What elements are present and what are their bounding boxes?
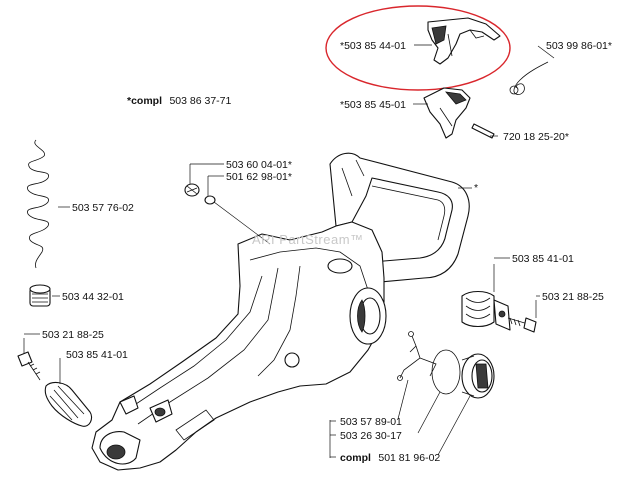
av-element-right-part[interactable] xyxy=(461,290,511,331)
screw-left-part[interactable] xyxy=(17,351,41,381)
leader-lines xyxy=(23,44,555,458)
label-screw-b: 501 62 98-01* xyxy=(226,171,292,183)
label-handle-star: * xyxy=(474,182,478,194)
trigger-lockout-part[interactable] xyxy=(423,87,471,139)
label-plug: 503 44 32-01 xyxy=(62,291,124,303)
av-element-left-part[interactable] xyxy=(44,381,93,427)
label-coil-spring: 503 57 76-02 xyxy=(72,202,134,214)
label-wire-spring: 503 57 89-01 xyxy=(340,416,402,428)
trigger-spring-part[interactable] xyxy=(509,61,549,95)
label-screw-a: 503 60 04-01* xyxy=(226,159,292,171)
plug-part[interactable] xyxy=(29,284,51,307)
label-compl-bottom: compl 501 81 96-02 xyxy=(340,448,440,465)
label-trigger-lockout: *503 85 45-01 xyxy=(340,99,406,111)
rear-handle-housing-part[interactable] xyxy=(91,152,470,471)
label-compl-top: *compl 503 86 37-71 xyxy=(127,91,232,108)
tank-cap-part[interactable] xyxy=(461,353,495,399)
label-screw-left: 503 21 88-25 xyxy=(42,329,104,341)
wire-spring-part[interactable] xyxy=(397,331,437,381)
watermark: ARI PartStream™ xyxy=(252,232,364,247)
pin-part[interactable] xyxy=(471,123,495,139)
label-pin: 720 18 25-20* xyxy=(503,131,569,143)
label-trigger-spring: 503 99 86-01* xyxy=(546,40,612,52)
throttle-trigger-part[interactable] xyxy=(427,17,501,65)
gasket-part[interactable] xyxy=(431,349,461,395)
label-gasket: 503 26 30-17 xyxy=(340,430,402,442)
label-av-left: 503 85 41-01 xyxy=(66,349,128,361)
label-throttle-trigger: *503 85 44-01 xyxy=(340,40,406,52)
label-av-right: 503 85 41-01 xyxy=(512,253,574,265)
handle-screws-part[interactable] xyxy=(184,183,216,205)
label-screw-right: 503 21 88-25 xyxy=(542,291,604,303)
highlight-ellipse xyxy=(325,5,511,91)
screw-right-part[interactable] xyxy=(507,317,537,333)
coil-spring-part[interactable] xyxy=(27,139,50,269)
